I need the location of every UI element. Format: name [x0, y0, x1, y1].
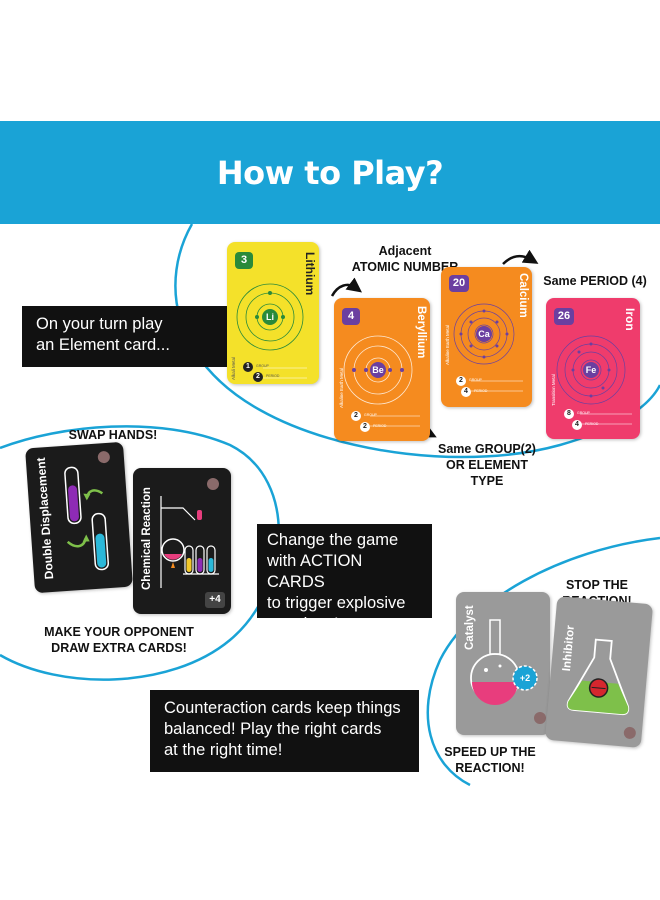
counter-card-name: Catalyst [464, 605, 476, 650]
counter-card-catalyst[interactable]: Catalyst +2 [456, 592, 550, 735]
arrow-period-icon [502, 249, 539, 265]
header-banner: How to Play? [0, 121, 660, 224]
same-group-label: Same GROUP(2) OR ELEMENT TYPE [432, 441, 542, 489]
swap-hands-label: SWAP HANDS! [48, 427, 178, 443]
element-type: Transition Metal [551, 374, 556, 406]
element-type: Alkaline Earth Metal [339, 367, 344, 408]
same-group-line-2: OR ELEMENT TYPE [446, 458, 528, 488]
arrow-adjacent-icon [330, 277, 363, 297]
period-number: 2 [360, 422, 370, 432]
atomic-number-badge: 3 [235, 252, 253, 269]
period-number: 4 [461, 387, 471, 397]
period-label: PERIOD [266, 374, 280, 378]
draw-extra-label: MAKE YOUR OPPONENT DRAW EXTRA CARDS! [34, 624, 204, 656]
action-text-line-1: Change the game [267, 531, 399, 549]
action-card-chemical-reaction[interactable]: Chemical Reaction +4 [133, 468, 231, 614]
action-card-double-displacement[interactable]: Double Displacement [25, 441, 133, 594]
group-label: GROUP [577, 411, 590, 415]
counter-card-inhibitor[interactable]: Inhibitor [544, 596, 654, 748]
action-text-line-3: to trigger explosive [267, 594, 406, 612]
element-card-beryllium[interactable]: 4 Be Beryllium Alkaline Earth Metal 2 GR… [334, 298, 430, 441]
atomic-number-badge: 4 [342, 308, 360, 325]
catalyst-badge: +2 [519, 673, 531, 683]
group-label: GROUP [364, 413, 377, 417]
speed-up-line-1: SPEED UP THE [444, 745, 536, 759]
lab-apparatus-icon [160, 478, 219, 588]
atomic-number-badge: 20 [449, 275, 469, 292]
action-text-line-2: with ACTION CARDS [267, 552, 363, 591]
counter-text-line-1: Counteraction cards keep things [164, 699, 401, 717]
action-card-name: Chemical Reaction [141, 487, 153, 590]
draw-extra-line-1: MAKE YOUR OPPONENT [44, 625, 194, 639]
atomic-number-badge: 26 [554, 308, 574, 325]
stop-reaction-line-1: STOP THE [565, 578, 629, 592]
element-type: Alkaline Earth Metal [445, 324, 450, 365]
period-number: 2 [253, 372, 263, 382]
element-card-lithium[interactable]: 3 Li Lithium Alkali Metal 1 GROUP 2 PERI… [227, 242, 319, 384]
same-period-label: Same PERIOD (4) [540, 273, 650, 289]
atom-diagram-icon [556, 335, 632, 425]
element-name: Lithium [303, 252, 317, 296]
element-symbol: Fe [583, 362, 599, 378]
atom-diagram-icon [453, 303, 523, 392]
period-label: PERIOD [474, 389, 488, 393]
element-symbol: Be [370, 362, 386, 378]
counteraction-box: Counteraction cards keep things balanced… [150, 690, 419, 772]
same-period-text: Same PERIOD (4) [543, 274, 647, 288]
group-number: 1 [243, 362, 253, 372]
atom-diagram-icon [343, 335, 420, 427]
flask-icon [470, 619, 546, 724]
period-label: PERIOD [373, 424, 387, 428]
group-number: 8 [564, 409, 574, 419]
group-number: 2 [456, 376, 466, 386]
element-name: Beryllium [415, 306, 427, 359]
counter-text-line-3: at the right time! [164, 741, 283, 759]
group-number: 2 [351, 411, 361, 421]
atom-diagram-icon [236, 283, 307, 379]
beaker-icon [566, 638, 636, 739]
element-symbol: Ca [476, 326, 492, 342]
counter-text-line-2: balanced! Play the right cards [164, 720, 382, 738]
speed-up-label: SPEED UP THE REACTION! [440, 744, 540, 776]
element-name: Calcium [517, 273, 529, 318]
adjacent-line-2: ATOMIC NUMBER [351, 260, 459, 274]
element-name: Iron [623, 308, 637, 331]
intro-box: On your turn play an Element card... [22, 306, 230, 367]
period-number: 4 [572, 420, 582, 430]
period-label: PERIOD [585, 422, 599, 426]
draw-count-badge: +4 [205, 592, 225, 608]
action-cards-box: Change the game with ACTION CARDS to tri… [257, 524, 432, 633]
page-title: How to Play? [216, 153, 444, 192]
element-card-iron[interactable]: 26 Fe Iron Transition Metal 8 GROUP 4 PE… [546, 298, 640, 439]
intro-line-1: On your turn play [36, 315, 163, 333]
intro-line-2: an Element card... [36, 336, 170, 354]
element-symbol: Li [262, 309, 278, 325]
action-text-line-4: reactions! [267, 615, 339, 633]
swap-hands-text: SWAP HANDS! [68, 428, 158, 442]
adjacent-label: Adjacent ATOMIC NUMBER [350, 243, 460, 275]
test-tubes-icon [64, 451, 110, 571]
draw-extra-line-2: DRAW EXTRA CARDS! [51, 641, 187, 655]
same-group-line-1: Same GROUP(2) [438, 442, 536, 456]
group-label: GROUP [469, 378, 482, 382]
speed-up-line-2: REACTION! [455, 761, 525, 775]
element-type: Alkali Metal [231, 356, 236, 380]
adjacent-line-1: Adjacent [378, 244, 432, 258]
element-card-calcium[interactable]: 20 Ca Calcium Alkaline Earth Metal 2 GRO… [441, 267, 532, 407]
group-label: GROUP [256, 364, 269, 368]
